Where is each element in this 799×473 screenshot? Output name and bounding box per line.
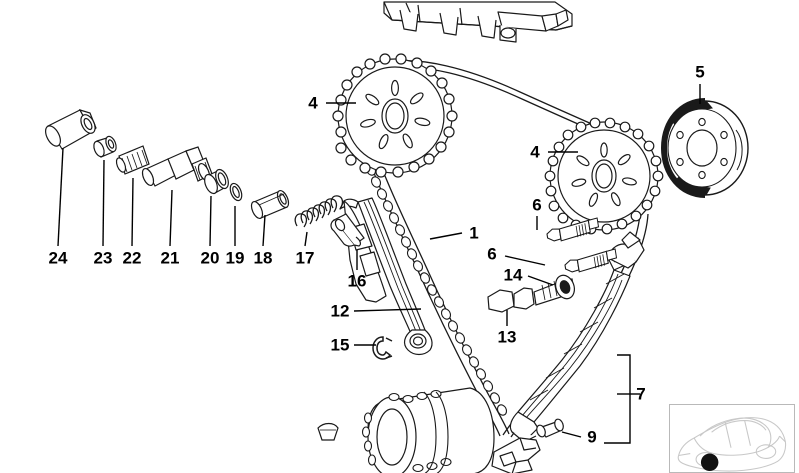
callout-leader-lines <box>57 84 701 438</box>
pulse-wheel-flange <box>660 98 749 198</box>
chain-links-detail <box>360 152 508 416</box>
sleeve-18 <box>250 189 290 220</box>
gasket-ring-23 <box>93 135 117 158</box>
callout-leader-12 <box>353 308 422 312</box>
guide-rail <box>509 231 645 443</box>
callout-number-4[interactable]: 4 <box>308 93 318 113</box>
callout-number-23[interactable]: 23 <box>93 248 113 268</box>
vehicle-outline <box>677 417 787 472</box>
vehicle-location-thumbnail <box>669 404 795 473</box>
callout-leader-20 <box>209 195 212 247</box>
woodruff-key <box>317 422 339 441</box>
callout-number-15[interactable]: 15 <box>330 335 350 355</box>
lower-bracket-part <box>491 437 541 473</box>
callout-number-21[interactable]: 21 <box>160 248 180 268</box>
callout-number-18[interactable]: 18 <box>253 248 273 268</box>
callout-leader-18 <box>262 214 266 247</box>
callout-leader-6 <box>504 255 546 266</box>
thin-washer-19 <box>229 182 243 202</box>
threaded-pin-22 <box>115 145 150 175</box>
callout-number-22[interactable]: 22 <box>122 248 142 268</box>
callout-number-17[interactable]: 17 <box>295 248 315 268</box>
tensioner-piston-24 <box>45 109 97 150</box>
washer-14 <box>554 274 576 300</box>
callout-number-13[interactable]: 13 <box>497 327 517 347</box>
camshaft-sprocket-right <box>544 117 664 235</box>
callout-leader-22 <box>131 177 134 247</box>
top-rail-assembly <box>383 1 573 43</box>
callout-leader-24 <box>57 147 64 247</box>
callout-number-6[interactable]: 6 <box>532 195 542 215</box>
callout-number-4[interactable]: 4 <box>530 142 540 162</box>
engine-location-marker <box>700 453 719 472</box>
callout-number-5[interactable]: 5 <box>695 62 705 82</box>
callout-leader-23 <box>102 159 105 247</box>
callout-number-1[interactable]: 1 <box>469 223 479 243</box>
chain-tensioner-body-21 <box>141 146 213 187</box>
callout-number-12[interactable]: 12 <box>330 301 350 321</box>
coil-spring-17 <box>294 195 344 228</box>
callout-number-20[interactable]: 20 <box>200 248 220 268</box>
callout-number-7[interactable]: 7 <box>636 384 646 404</box>
callout-leader-14 <box>527 275 554 286</box>
crankshaft-sprocket <box>361 387 495 473</box>
camshaft-sprocket-left <box>332 53 458 178</box>
callout-leader-17 <box>304 231 308 247</box>
callout-number-9[interactable]: 9 <box>587 427 597 447</box>
sealing-ring-20 <box>204 168 229 195</box>
tensioner-bolt-13 <box>487 278 575 313</box>
callout-leader-21 <box>169 189 173 247</box>
callout-number-24[interactable]: 24 <box>48 248 68 268</box>
pivot-pin-16 <box>330 213 365 247</box>
callout-leader-1 <box>429 232 463 240</box>
callout-number-6[interactable]: 6 <box>487 244 497 264</box>
retaining-clip-15 <box>372 336 393 360</box>
callout-number-14[interactable]: 14 <box>503 265 523 285</box>
callout-leader-9 <box>561 431 582 438</box>
callout-number-19[interactable]: 19 <box>225 248 245 268</box>
spacer-sleeve-9 <box>536 418 564 438</box>
bracket-7 <box>604 354 640 444</box>
callout-number-16[interactable]: 16 <box>347 271 367 291</box>
